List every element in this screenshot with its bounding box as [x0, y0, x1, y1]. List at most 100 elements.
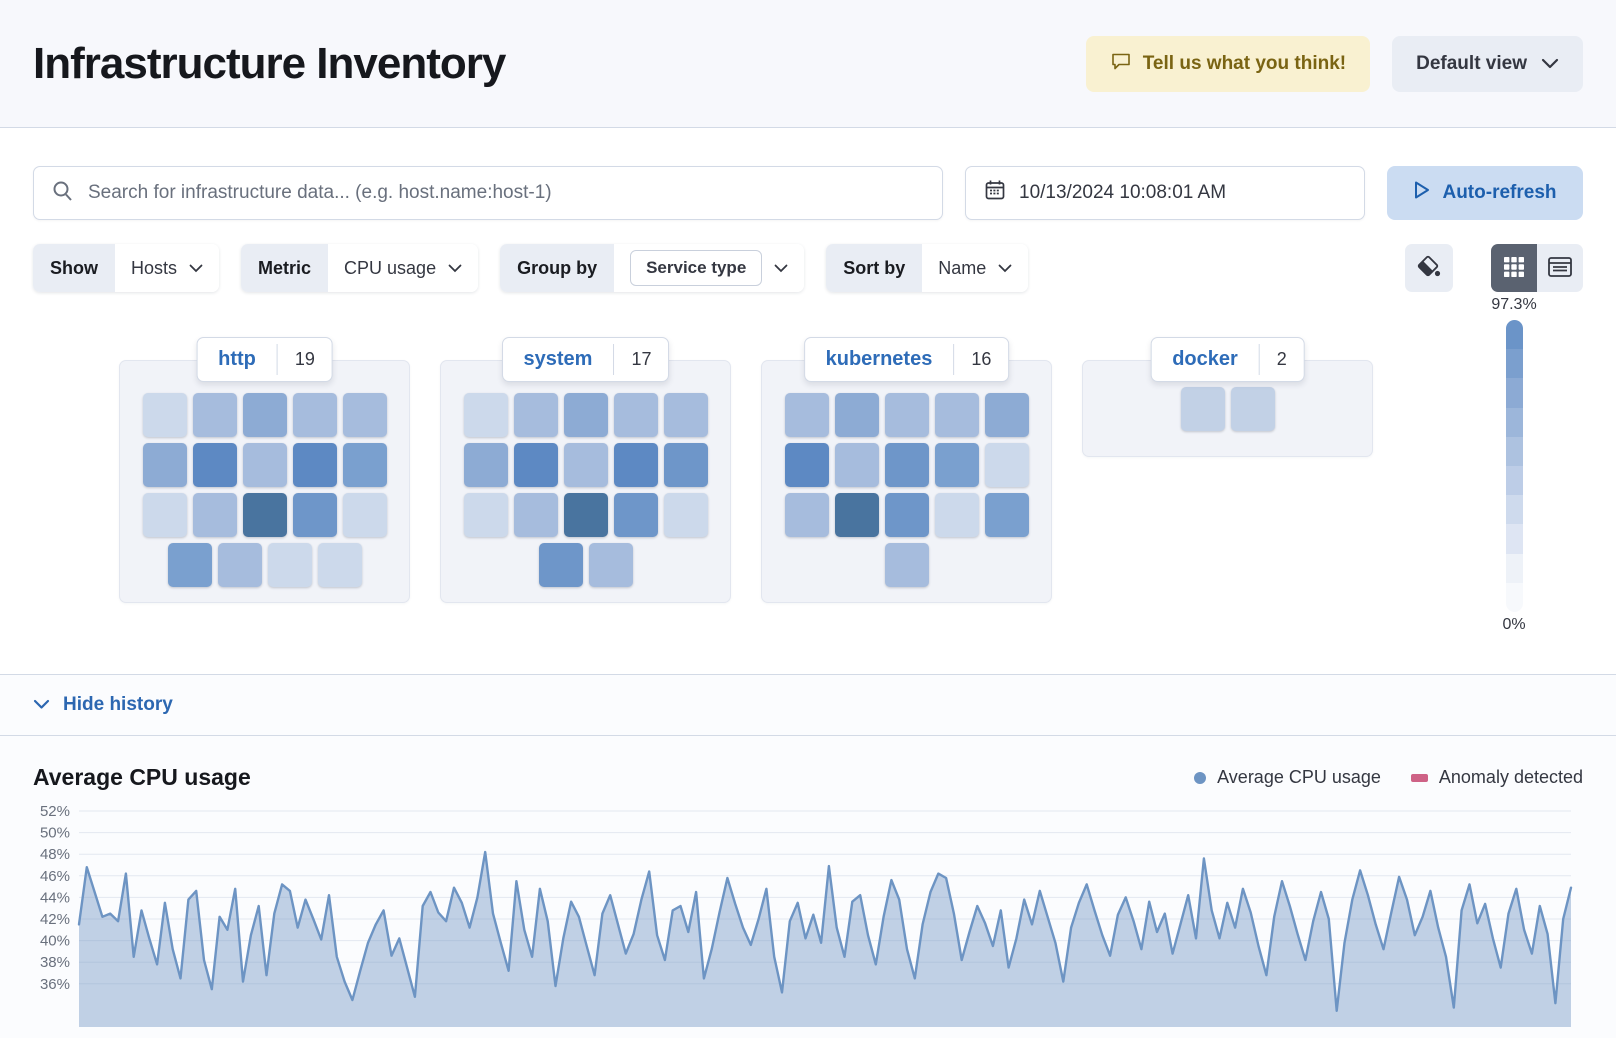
host-tile[interactable] — [513, 493, 558, 537]
host-tile[interactable] — [217, 543, 262, 587]
host-tile[interactable] — [784, 393, 829, 437]
show-label: Show — [33, 244, 115, 292]
grid-view-toggle[interactable] — [1491, 244, 1537, 292]
host-tile[interactable] — [613, 393, 658, 437]
date-picker[interactable]: 10/13/2024 10:08:01 AM — [965, 166, 1365, 220]
host-tile[interactable] — [242, 393, 287, 437]
group-name[interactable]: http — [218, 348, 256, 370]
host-tile[interactable] — [463, 393, 508, 437]
host-tile[interactable] — [538, 543, 583, 587]
host-tile[interactable] — [588, 543, 633, 587]
table-view-toggle[interactable] — [1537, 244, 1583, 292]
host-tile[interactable] — [463, 443, 508, 487]
host-tile[interactable] — [242, 493, 287, 537]
host-tile[interactable] — [784, 443, 829, 487]
host-tile[interactable] — [663, 443, 708, 487]
show-select[interactable]: Hosts — [115, 244, 220, 292]
host-tile[interactable] — [884, 393, 929, 437]
legend-cpu-label: Average CPU usage — [1217, 767, 1381, 787]
host-tile[interactable] — [834, 493, 879, 537]
cpu-area-fill — [79, 852, 1571, 1027]
group-name[interactable]: docker — [1172, 348, 1238, 370]
host-tile[interactable] — [834, 393, 879, 437]
group-name[interactable]: kubernetes — [825, 348, 933, 370]
host-tile[interactable] — [613, 443, 658, 487]
host-tile[interactable] — [142, 493, 187, 537]
host-tile[interactable] — [342, 493, 387, 537]
scale-step — [1505, 407, 1523, 437]
host-tile[interactable] — [242, 443, 287, 487]
host-tile[interactable] — [142, 393, 187, 437]
chevron-down-icon — [189, 264, 203, 272]
host-tile[interactable] — [342, 393, 387, 437]
scale-min-label: 0% — [1502, 616, 1526, 633]
tile-row — [142, 493, 387, 537]
groupby-chip[interactable]: Service type — [630, 250, 763, 286]
sortby-select[interactable]: Name — [922, 244, 1029, 292]
host-tile[interactable] — [1180, 386, 1225, 431]
host-tile[interactable] — [613, 493, 658, 537]
host-tile[interactable] — [513, 393, 558, 437]
tile-row — [884, 543, 929, 587]
host-tile[interactable] — [984, 393, 1029, 437]
host-tile[interactable] — [663, 393, 708, 437]
host-tile[interactable] — [342, 443, 387, 487]
scale-step — [1505, 320, 1523, 350]
host-tile[interactable] — [317, 543, 362, 587]
host-tile[interactable] — [563, 493, 608, 537]
host-tile[interactable] — [784, 493, 829, 537]
host-tile[interactable] — [192, 393, 237, 437]
host-tile[interactable] — [563, 443, 608, 487]
group-count: 17 — [631, 349, 652, 369]
host-tile[interactable] — [192, 443, 237, 487]
host-tile[interactable] — [984, 493, 1029, 537]
host-tile[interactable] — [663, 493, 708, 537]
tile-row — [142, 443, 387, 487]
host-tile[interactable] — [292, 443, 337, 487]
host-tile[interactable] — [884, 443, 929, 487]
default-view-button[interactable]: Default view — [1392, 35, 1583, 92]
host-tile[interactable] — [267, 543, 312, 587]
group-badge-system[interactable]: system 17 — [501, 337, 670, 382]
search-input[interactable] — [88, 182, 924, 204]
hide-history-toggle[interactable]: Hide history — [33, 694, 173, 716]
badge-separator — [276, 344, 278, 375]
host-tile[interactable] — [834, 443, 879, 487]
groupby-select[interactable]: Service type — [614, 244, 805, 292]
host-tile[interactable] — [984, 443, 1029, 487]
chevron-down-icon — [998, 264, 1012, 272]
sortby-value: Name — [938, 257, 987, 278]
host-tile[interactable] — [884, 543, 929, 587]
group-name[interactable]: system — [523, 348, 593, 370]
host-tile[interactable] — [292, 393, 337, 437]
auto-refresh-button[interactable]: Auto-refresh — [1387, 166, 1583, 220]
host-tile[interactable] — [934, 493, 979, 537]
host-tile[interactable] — [192, 493, 237, 537]
host-tile[interactable] — [513, 443, 558, 487]
grid-icon — [1502, 255, 1526, 282]
host-tile[interactable] — [1230, 386, 1275, 431]
host-tile[interactable] — [167, 543, 212, 587]
feedback-button[interactable]: Tell us what you think! — [1085, 35, 1371, 92]
host-tile[interactable] — [292, 493, 337, 537]
host-tile[interactable] — [142, 443, 187, 487]
legend-item-anomaly[interactable]: Anomaly detected — [1410, 767, 1583, 788]
tile-row — [1180, 386, 1275, 431]
host-tile[interactable] — [934, 393, 979, 437]
metric-select[interactable]: CPU usage — [328, 244, 479, 292]
host-tile[interactable] — [884, 493, 929, 537]
host-tile[interactable] — [463, 493, 508, 537]
badge-separator — [953, 344, 955, 375]
legend-item-cpu[interactable]: Average CPU usage — [1194, 767, 1381, 788]
host-tile[interactable] — [934, 443, 979, 487]
view-toggle-group — [1491, 244, 1583, 292]
tile-row — [142, 393, 387, 437]
host-tile[interactable] — [563, 393, 608, 437]
chevron-down-icon — [774, 264, 788, 272]
y-axis-tick-label: 48% — [40, 846, 70, 863]
y-axis-tick-label: 38% — [40, 954, 70, 971]
color-palette-button[interactable] — [1405, 244, 1453, 292]
